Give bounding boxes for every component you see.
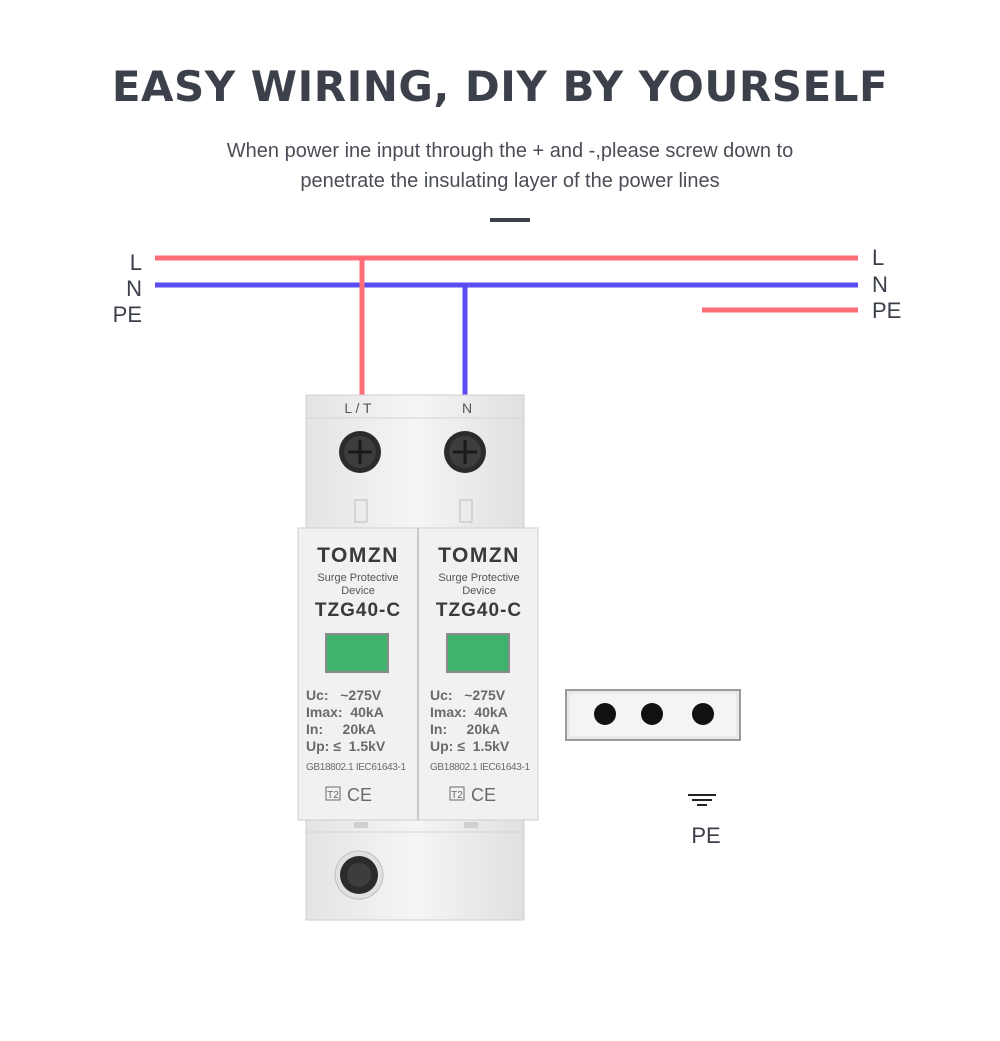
module-1-type-line1: Surge Protective (317, 572, 398, 584)
module-2: TOMZN Surge Protective Device TZG40-C Uc… (430, 544, 530, 805)
module-1: TOMZN Surge Protective Device TZG40-C Uc… (306, 544, 406, 805)
module-2-status-window (446, 633, 510, 673)
title-divider (490, 218, 530, 222)
module-2-cert-mark: CE (471, 785, 496, 805)
module-2-type-line2: Device (462, 585, 496, 597)
module-1-spec-uc: Uc: ~275V (306, 687, 382, 703)
page-subtitle: When power ine input through the + and -… (150, 136, 870, 196)
module-1-spec-up: Up: ≤ 1.5kV (306, 738, 386, 754)
line-label-left-l: L (130, 250, 142, 275)
module-2-spec-uc: Uc: ~275V (430, 687, 506, 703)
terminal-hole-1 (594, 703, 616, 725)
terminal-hole-3 (692, 703, 714, 725)
line-label-right-l: L (872, 245, 884, 270)
line-label-left-n: N (126, 276, 142, 301)
module-2-class-mark: T2 (451, 790, 463, 801)
ground-icon (688, 794, 716, 806)
module-1-standards: GB18802.1 IEC61643-1 (306, 762, 406, 773)
module-1-cert-mark: CE (347, 785, 372, 805)
module-1-model: TZG40-C (315, 600, 401, 621)
module-2-brand: TOMZN (438, 544, 520, 567)
bottom-terminal-screw (334, 850, 384, 900)
module-1-spec-imax: Imax: 40kA (306, 704, 384, 720)
module-2-spec-in: In: 20kA (430, 721, 500, 737)
ground-label: PE (691, 823, 720, 848)
module-2-model: TZG40-C (436, 600, 522, 621)
module-1-status-window (325, 633, 389, 673)
terminal-block (565, 689, 741, 741)
line-label-right-pe: PE (872, 298, 901, 323)
terminal-label-n: N (462, 400, 472, 416)
line-label-right-n: N (872, 272, 888, 297)
terminal-label-l: L / T (344, 400, 372, 416)
module-1-spec-in: In: 20kA (306, 721, 376, 737)
terminal-screw-l (339, 431, 381, 473)
terminal-hole-2 (641, 703, 663, 725)
module-1-type-line2: Device (341, 585, 375, 597)
surge-protective-device: L / T N TOMZN Surge Protective Device TZ… (297, 394, 539, 921)
module-1-brand: TOMZN (317, 544, 399, 567)
page-title: EASY WIRING, DIY BY YOURSELF (111, 62, 889, 111)
line-label-left-pe: PE (113, 302, 142, 327)
terminal-screw-n (444, 431, 486, 473)
subtitle-line-2: penetrate the insulating layer of the po… (300, 170, 720, 192)
module-2-spec-imax: Imax: 40kA (430, 704, 508, 720)
module-2-spec-up: Up: ≤ 1.5kV (430, 738, 510, 754)
subtitle-line-1: When power ine input through the + and -… (226, 140, 794, 162)
module-2-type-line1: Surge Protective (438, 572, 519, 584)
module-2-standards: GB18802.1 IEC61643-1 (430, 762, 530, 773)
module-1-class-mark: T2 (327, 790, 339, 801)
